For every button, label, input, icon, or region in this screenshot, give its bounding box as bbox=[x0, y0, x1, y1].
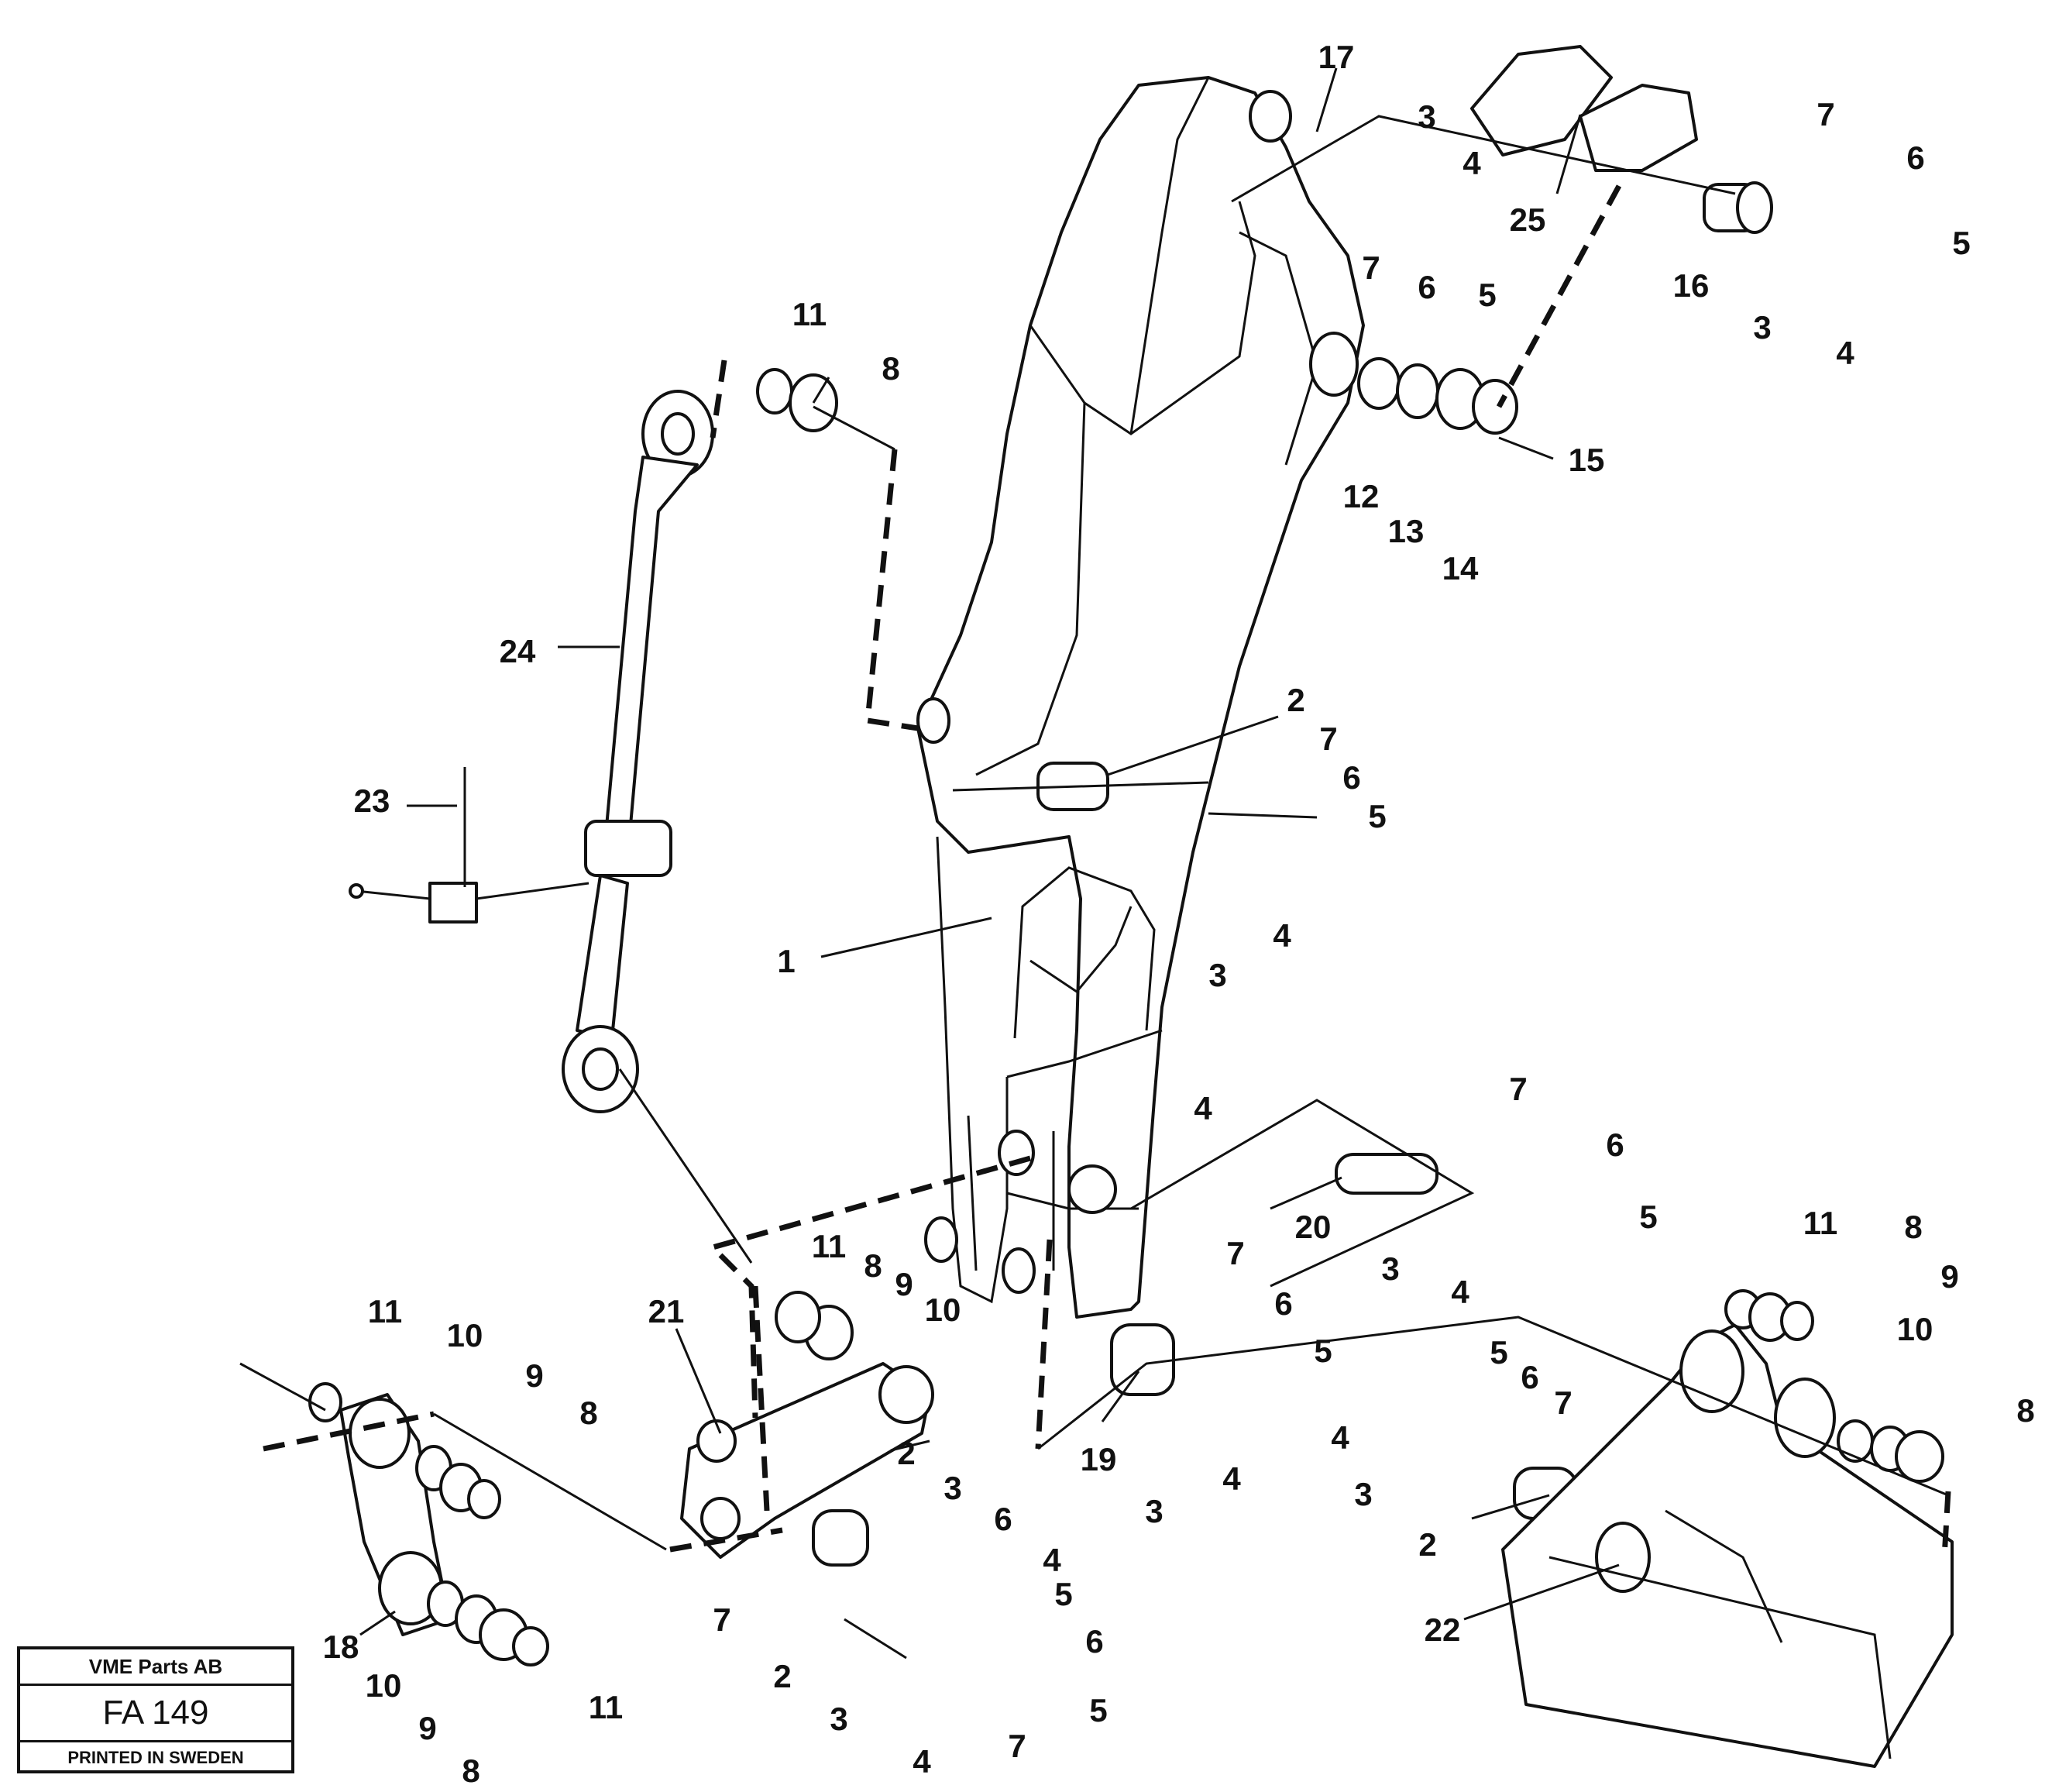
callout-13: 13 bbox=[1388, 513, 1425, 549]
callout-7: 7 bbox=[1509, 1071, 1527, 1107]
callout-5: 5 bbox=[1639, 1199, 1657, 1235]
callout-3: 3 bbox=[1418, 98, 1435, 135]
callout-3: 3 bbox=[1354, 1476, 1372, 1512]
lower-pins bbox=[812, 762, 1578, 1567]
company-name: VME Parts AB bbox=[20, 1649, 291, 1686]
callout-8: 8 bbox=[462, 1752, 479, 1789]
callout-5: 5 bbox=[1490, 1334, 1507, 1371]
callout-4: 4 bbox=[1222, 1460, 1241, 1497]
callout-3: 3 bbox=[1381, 1250, 1399, 1287]
callout-21: 21 bbox=[648, 1293, 685, 1329]
callout-4: 4 bbox=[1043, 1542, 1061, 1578]
callout-2: 2 bbox=[1287, 682, 1304, 718]
callout-8: 8 bbox=[1904, 1209, 1922, 1245]
callout-16: 16 bbox=[1673, 267, 1710, 304]
callout-4: 4 bbox=[1331, 1419, 1349, 1456]
callout-4: 4 bbox=[1451, 1274, 1469, 1310]
callout-5: 5 bbox=[1368, 798, 1386, 834]
callout-11: 11 bbox=[368, 1293, 402, 1329]
callout-6: 6 bbox=[1342, 759, 1360, 796]
callouts: 17 3 4 7 6 5 25 7 6 5 16 3 4 11 8 15 12 … bbox=[323, 39, 2035, 1789]
callout-8: 8 bbox=[882, 350, 899, 387]
callout-7: 7 bbox=[1817, 96, 1834, 132]
callout-9: 9 bbox=[418, 1710, 436, 1746]
callout-7: 7 bbox=[1362, 249, 1380, 286]
callout-4: 4 bbox=[1194, 1090, 1212, 1126]
callout-3: 3 bbox=[1753, 309, 1771, 346]
callout-5: 5 bbox=[1314, 1333, 1332, 1369]
leader-lines bbox=[359, 67, 1620, 1660]
callout-19: 19 bbox=[1081, 1441, 1117, 1477]
callout-6: 6 bbox=[994, 1501, 1012, 1537]
figure-id: FA 149 bbox=[20, 1686, 291, 1742]
callout-6: 6 bbox=[1906, 139, 1924, 176]
title-block: VME Parts AB FA 149 PRINTED IN SWEDEN bbox=[17, 1646, 294, 1773]
callout-3: 3 bbox=[830, 1701, 847, 1737]
callout-8: 8 bbox=[2016, 1392, 2034, 1429]
callout-6: 6 bbox=[1418, 269, 1435, 305]
callout-23: 23 bbox=[354, 782, 390, 819]
callout-4: 4 bbox=[913, 1743, 931, 1780]
callout-5: 5 bbox=[1054, 1576, 1072, 1612]
callout-9: 9 bbox=[895, 1266, 913, 1302]
callout-6: 6 bbox=[1521, 1359, 1538, 1395]
callout-5: 5 bbox=[1089, 1692, 1107, 1728]
bearing-stack-top-right bbox=[756, 357, 1518, 435]
callout-7: 7 bbox=[713, 1601, 730, 1638]
callout-9: 9 bbox=[525, 1357, 543, 1394]
callout-24: 24 bbox=[500, 633, 536, 669]
callout-2: 2 bbox=[897, 1435, 915, 1471]
callout-2: 2 bbox=[1418, 1526, 1436, 1563]
callout-7: 7 bbox=[1226, 1235, 1244, 1271]
callout-9: 9 bbox=[1940, 1258, 1958, 1295]
callout-10: 10 bbox=[1897, 1311, 1933, 1347]
callout-17: 17 bbox=[1318, 39, 1355, 75]
callout-7: 7 bbox=[1319, 721, 1337, 757]
callout-11: 11 bbox=[812, 1228, 846, 1264]
callout-18: 18 bbox=[323, 1629, 359, 1665]
bucket-22 bbox=[1501, 1289, 1954, 1768]
callout-3: 3 bbox=[944, 1470, 961, 1506]
callout-8: 8 bbox=[864, 1247, 882, 1284]
callout-7: 7 bbox=[1008, 1728, 1026, 1764]
callout-1: 1 bbox=[777, 943, 795, 979]
callout-14: 14 bbox=[1442, 550, 1479, 586]
callout-4: 4 bbox=[1836, 335, 1854, 371]
callout-10: 10 bbox=[366, 1667, 402, 1704]
callout-5: 5 bbox=[1952, 225, 1970, 261]
callout-22: 22 bbox=[1425, 1611, 1461, 1648]
callout-15: 15 bbox=[1569, 442, 1605, 478]
hydraulic-cylinder bbox=[349, 390, 714, 1113]
assembly-dashed-lines bbox=[263, 184, 1951, 1558]
callout-6: 6 bbox=[1085, 1623, 1103, 1660]
callout-6: 6 bbox=[1274, 1285, 1292, 1322]
callout-11: 11 bbox=[589, 1689, 623, 1725]
callout-5: 5 bbox=[1478, 277, 1496, 313]
callout-10: 10 bbox=[925, 1292, 961, 1328]
boom-arm bbox=[916, 76, 1365, 1319]
callout-8: 8 bbox=[579, 1395, 597, 1431]
callout-12: 12 bbox=[1343, 478, 1380, 514]
callout-7: 7 bbox=[1554, 1384, 1572, 1421]
callout-3: 3 bbox=[1145, 1493, 1163, 1529]
callout-3: 3 bbox=[1208, 957, 1226, 993]
link-rod-18 bbox=[308, 1382, 549, 1666]
callout-20: 20 bbox=[1295, 1209, 1332, 1245]
callout-11: 11 bbox=[1803, 1205, 1837, 1241]
callout-10: 10 bbox=[447, 1317, 483, 1353]
callout-6: 6 bbox=[1606, 1126, 1624, 1163]
printed-note: PRINTED IN SWEDEN bbox=[67, 1748, 244, 1767]
callout-11: 11 bbox=[792, 296, 827, 332]
upper-link-assembly bbox=[1470, 45, 1773, 234]
callout-25: 25 bbox=[1510, 201, 1546, 238]
lower-link-21 bbox=[680, 1291, 934, 1559]
callout-4: 4 bbox=[1463, 145, 1481, 181]
connecting-lines bbox=[239, 115, 1949, 1551]
callout-4: 4 bbox=[1273, 917, 1291, 954]
callout-2: 2 bbox=[773, 1658, 791, 1694]
